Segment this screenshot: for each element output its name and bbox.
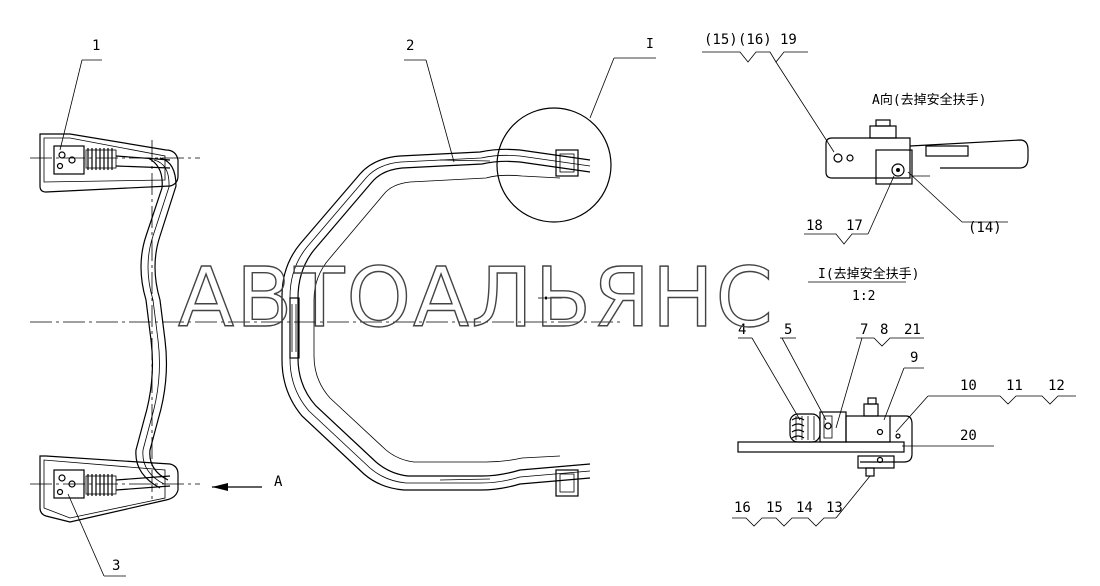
- callout-15-ref: (15): [704, 32, 738, 48]
- callout-11: 11: [1006, 378, 1023, 394]
- callout-leaders: [59, 51, 1076, 577]
- callout-8: 8: [880, 322, 888, 338]
- view-a: A向(去掉安全扶手): [825, 92, 1029, 185]
- callout-3: 3: [112, 558, 120, 574]
- callout-5: 5: [784, 322, 792, 338]
- spring: [789, 413, 821, 443]
- left-handrail-view: A: [30, 133, 620, 523]
- handrail-tube-side: [135, 157, 177, 489]
- lower-bracket: [39, 455, 179, 523]
- plan-handrail-view: I: [281, 37, 656, 497]
- callout-14: 14: [796, 500, 813, 516]
- callout-15: 15: [766, 500, 783, 516]
- callout-9: 9: [910, 350, 918, 366]
- callout-2: 2: [406, 38, 414, 54]
- callout-14-ref: (14): [968, 220, 1002, 236]
- callout-16-ref: (16): [738, 32, 772, 48]
- detail-marker: I: [646, 37, 654, 52]
- callout-19: 19: [780, 32, 797, 48]
- callout-7: 7: [860, 322, 868, 338]
- detail-title: I(去掉安全扶手): [818, 266, 919, 282]
- detail-i: I(去掉安全扶手) 1:2: [737, 266, 919, 477]
- detail-circle: I: [496, 37, 656, 223]
- callout-21: 21: [904, 322, 921, 338]
- callout-numbers: 1 2 3 (15) (16) 19 (14) 18 17 4 5 7 8 21…: [92, 32, 1065, 574]
- callout-18: 18: [806, 218, 823, 234]
- callout-12: 12: [1048, 378, 1065, 394]
- upper-bracket: [39, 133, 179, 193]
- view-direction-arrow: A: [212, 474, 283, 491]
- watermark-text: АВТОАЛЬЯНС: [178, 251, 775, 346]
- callout-17: 17: [846, 218, 863, 234]
- direction-label: A: [274, 474, 283, 490]
- callout-16: 16: [734, 500, 751, 516]
- callout-4: 4: [738, 322, 746, 338]
- detail-scale: 1:2: [852, 289, 875, 304]
- callout-1: 1: [92, 38, 100, 54]
- callout-10: 10: [960, 378, 977, 394]
- callout-20: 20: [960, 428, 977, 444]
- view-a-title: A向(去掉安全扶手): [872, 92, 986, 108]
- callout-13: 13: [826, 500, 843, 516]
